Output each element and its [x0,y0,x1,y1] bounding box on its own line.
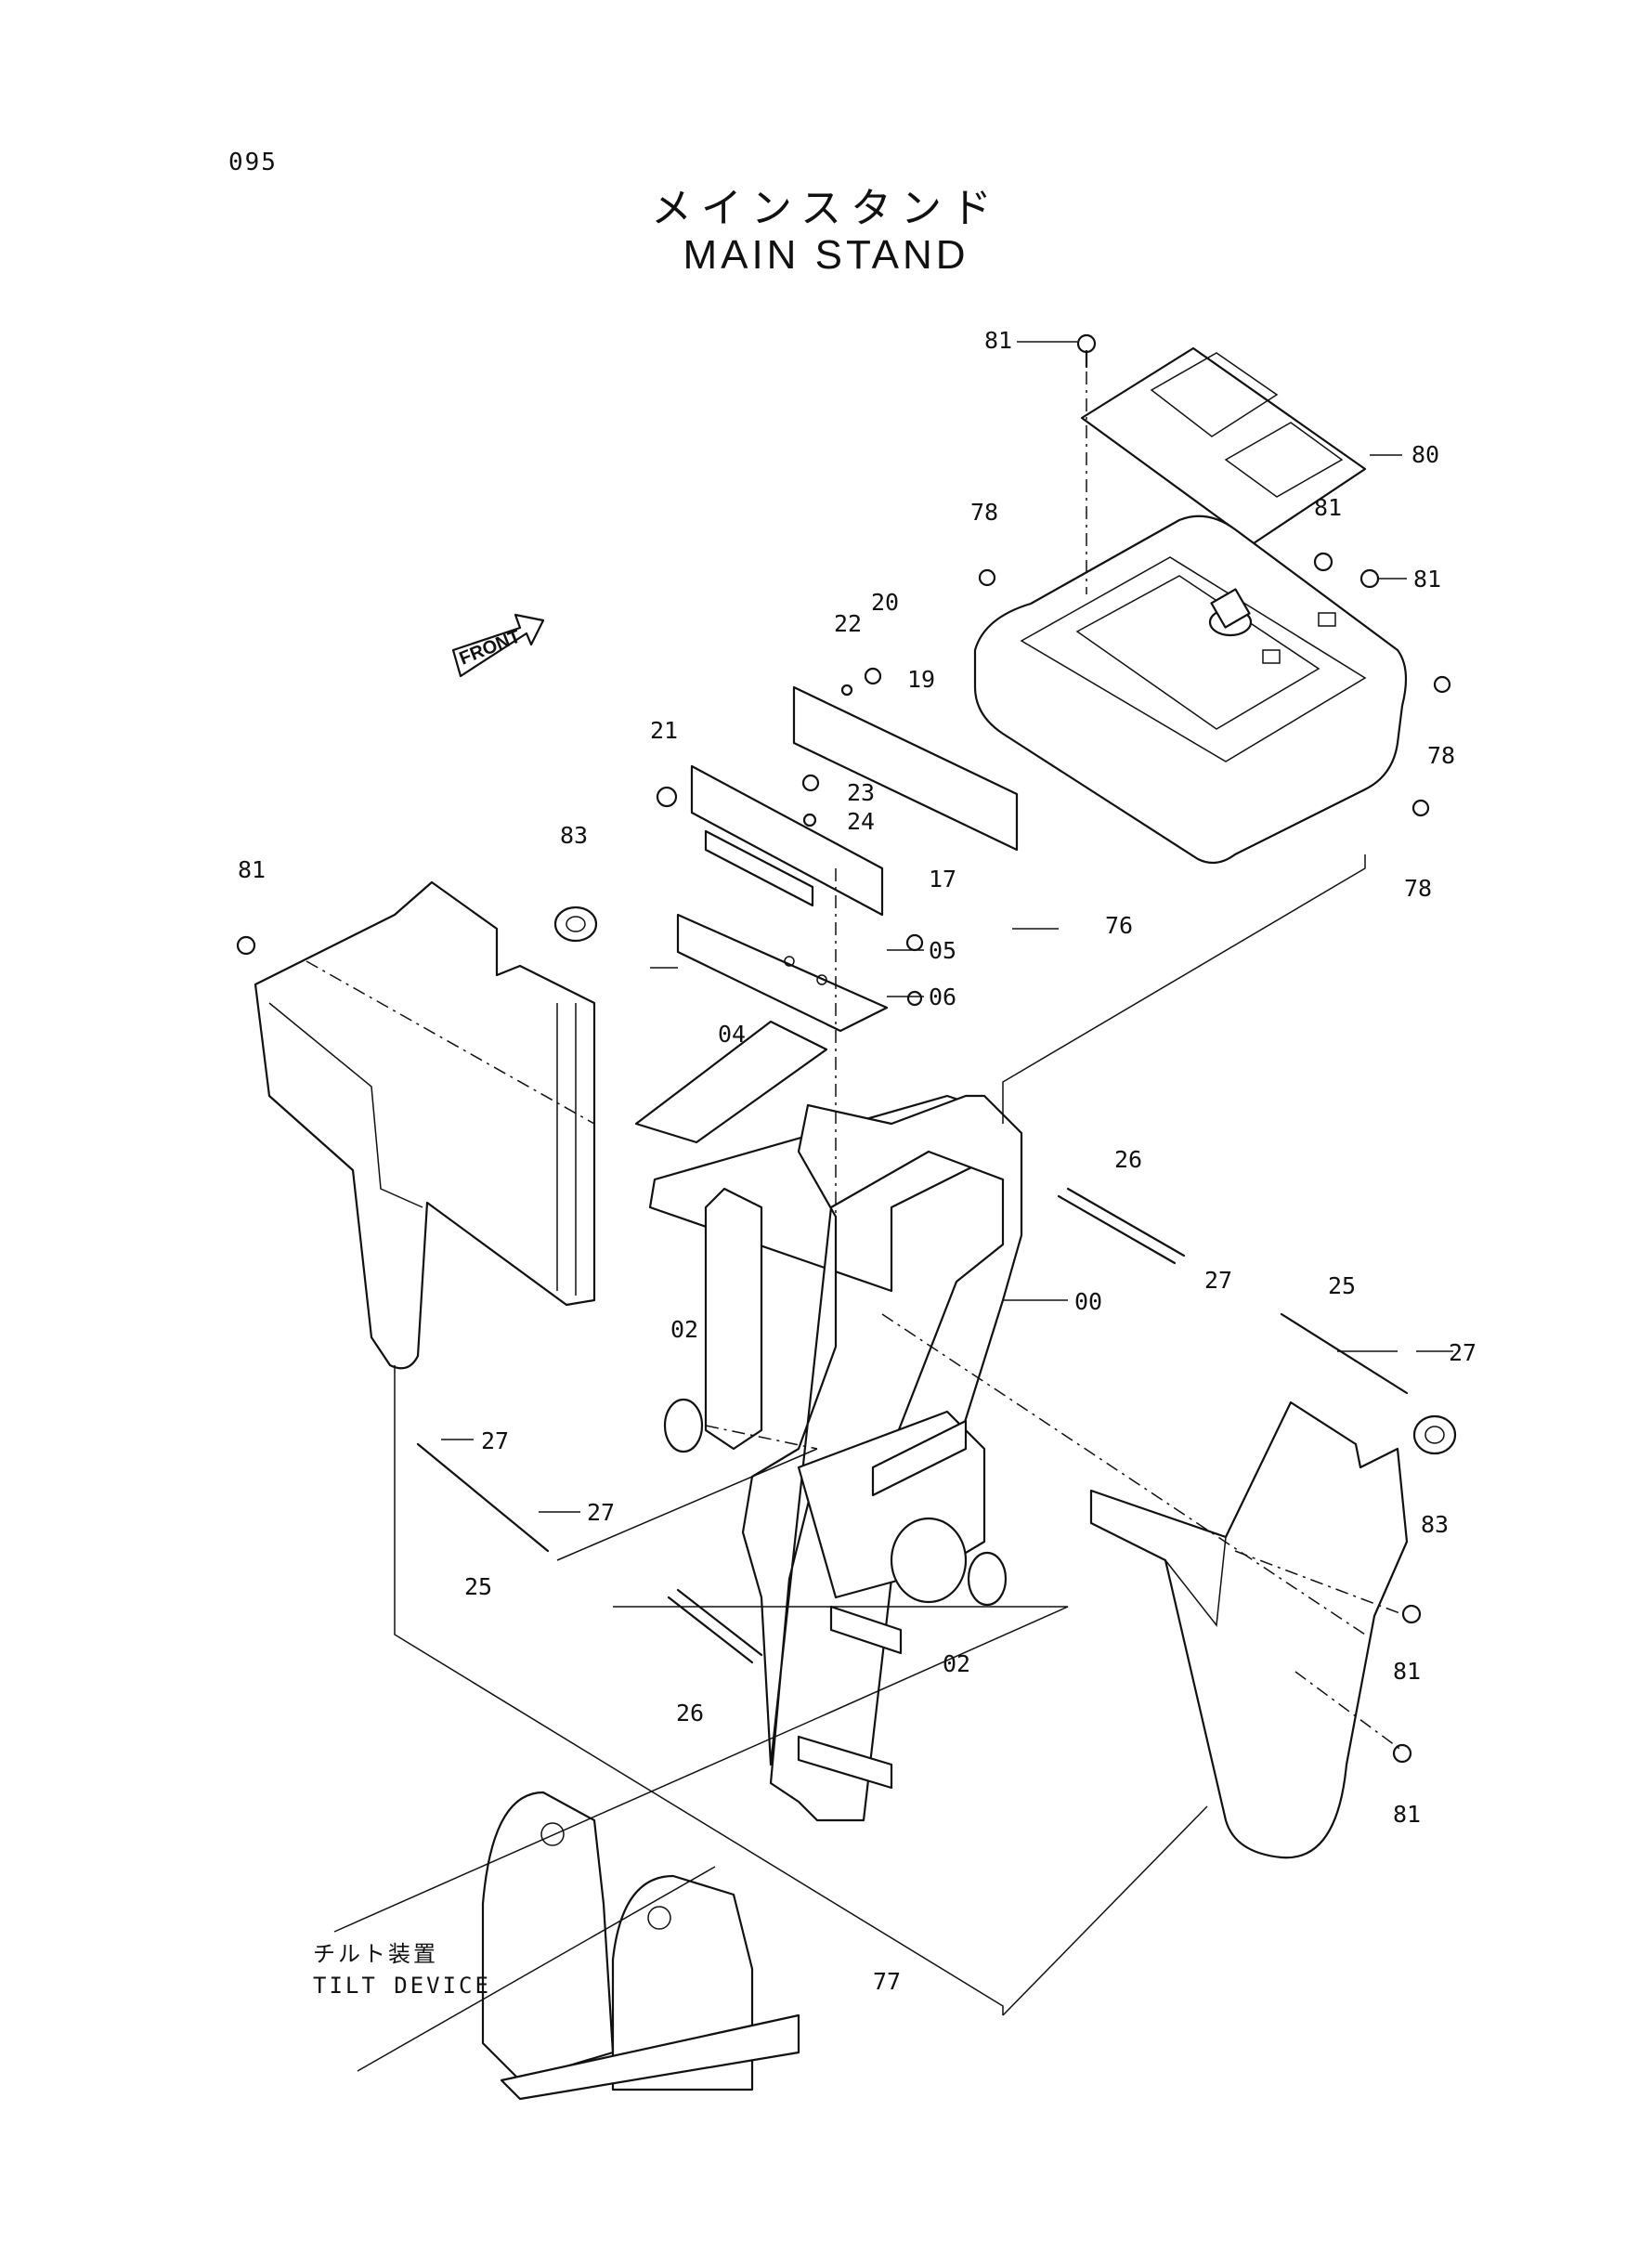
fasteners [236,333,1451,1764]
tilt-device-outline [481,1791,800,2101]
callout-21: 21 [650,717,678,744]
callout-76: 76 [1105,912,1133,939]
tilt-device-label: TILT DEVICE [313,1973,491,1999]
callout-24: 24 [847,808,875,835]
callout-81: 81 [1393,1658,1421,1685]
callout-27: 27 [587,1499,615,1526]
callout-25: 25 [464,1573,492,1600]
callout-81: 81 [238,856,266,883]
callout-leaders [441,341,1453,1513]
plate-19 [792,685,1019,852]
callout-06: 06 [929,984,956,1010]
page-title: MAIN STAND [683,232,969,278]
callout-04: 04 [718,1021,746,1048]
plate-17 [690,764,884,917]
callout-78: 78 [1404,875,1432,902]
front-label: FRONT [457,626,524,669]
tilt-device-label-japanese: チルト装置 [313,1941,438,1967]
callout-26: 26 [676,1700,704,1726]
callout-23: 23 [847,779,875,806]
callout-27: 27 [1449,1339,1476,1366]
page-number: 095 [228,149,278,176]
callout-26: 26 [1114,1146,1142,1173]
callout-81: 81 [1413,566,1441,593]
callout-17: 17 [929,866,956,892]
callout-25: 25 [1328,1272,1356,1299]
callout-27: 27 [481,1427,509,1454]
callout-22: 22 [834,610,862,637]
front-direction-arrow: FRONT [451,613,545,678]
mounting-plates [676,685,1019,1033]
left-side-cover [254,880,598,1370]
callout-27: 27 [1204,1267,1232,1294]
callout-78: 78 [1427,742,1455,769]
callout-02: 02 [670,1316,698,1343]
callout-80: 80 [1411,441,1439,468]
page-title-japanese: メインスタンド [650,185,1002,232]
callout-05: 05 [929,937,956,964]
callout-83: 83 [560,822,588,849]
console-cover-plate [1080,346,1367,545]
callout-20: 20 [871,589,899,616]
callout-19: 19 [907,666,935,693]
assembly-lines [306,371,1403,2072]
callout-77: 77 [873,1968,901,1995]
callout-78: 78 [970,499,998,526]
callout-81: 81 [1314,494,1342,521]
callout-81: 81 [1393,1801,1421,1828]
callout-02: 02 [943,1650,970,1677]
console-box [973,515,1408,865]
main-stand-frame [634,1020,1023,1822]
right-side-cover [1089,1401,1457,1859]
plate-04 [676,913,889,1033]
callout-00: 00 [1074,1288,1102,1315]
callout-numbers: 81 80 78 81 81 20 22 19 78 21 23 24 78 7… [238,327,1476,1995]
callout-83: 83 [1421,1511,1449,1538]
callout-81: 81 [984,327,1012,354]
